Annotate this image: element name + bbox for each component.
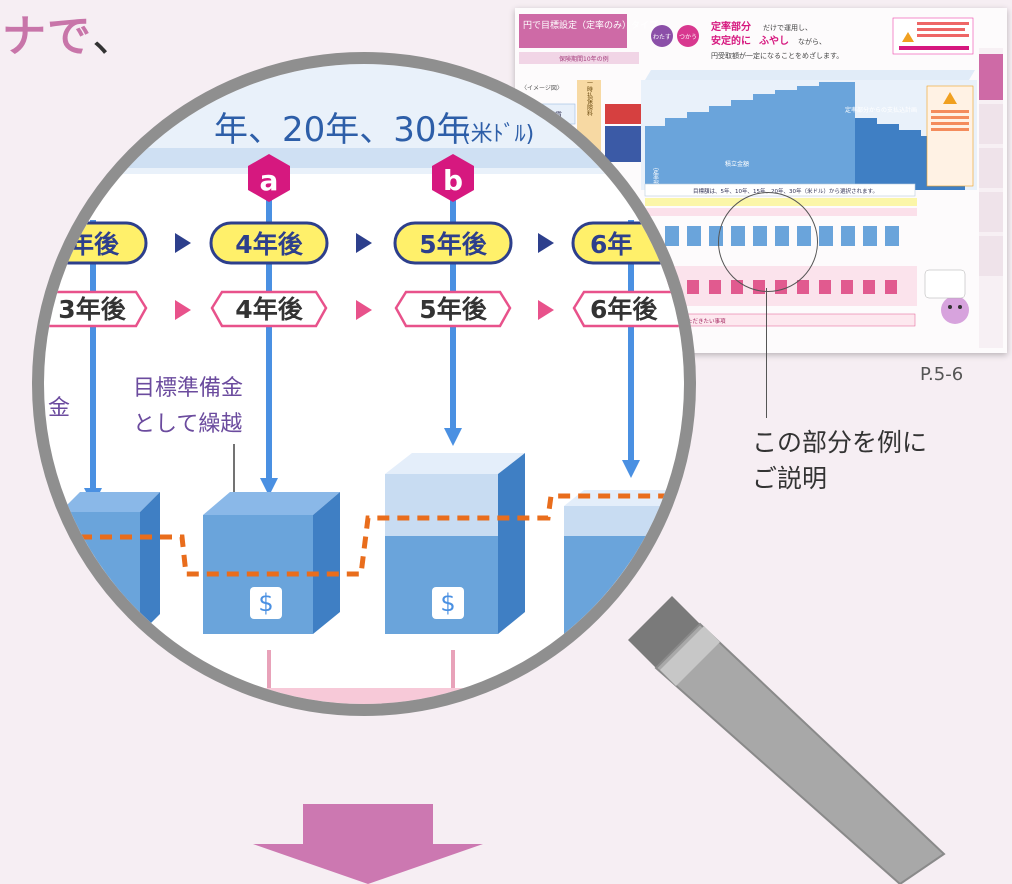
page-reference: P.5-6 <box>920 364 964 385</box>
booklet-example: 保険期間10年の例 <box>559 55 609 63</box>
caption-text: この部分を例に ご説明 <box>752 428 928 493</box>
zoomed-diagram: 年、20年、30年 (米ﾄﾞﾙ) a b <box>44 64 684 704</box>
dollar-icon: $ <box>620 589 635 617</box>
image-tag: 〈イメージ図〉 <box>521 85 563 92</box>
premium-label: 一時払保険料 <box>586 80 593 117</box>
pink-pill-1: 3年後 <box>58 295 126 324</box>
warning-icon <box>902 32 914 42</box>
mascot-icon <box>941 296 969 324</box>
lead-1: 定率部分 <box>711 20 751 33</box>
accum-label: 積立金額 <box>725 160 749 168</box>
pink-triangle-icon <box>538 300 554 320</box>
plan-label: 定率部分からの支払込計画 <box>845 106 917 114</box>
dollar-icon: $ <box>258 589 273 617</box>
lead-2: 安定的に <box>711 34 751 47</box>
magnifier-lens: 年、20年、30年 (米ﾄﾞﾙ) a b <box>44 64 684 704</box>
reserve-box-4: $ <box>564 490 684 634</box>
headline-text: ナで <box>2 11 92 62</box>
target-reserve-line <box>60 493 684 577</box>
yellow-pill-2: 4年後 <box>235 230 303 259</box>
reserve-box-1 <box>60 492 160 634</box>
headline: ナで、 <box>2 0 137 64</box>
reserve-box-3: $ <box>385 453 525 634</box>
zoom-top-banner-tail: (米ﾄﾞﾙ) <box>462 122 534 147</box>
triangle-arrow-icon <box>175 233 191 253</box>
lead-2b: ふやし <box>759 35 789 47</box>
pink-pill-3: 5年後 <box>419 295 487 324</box>
zoom-top-banner: 年、20年、30年 <box>214 110 471 150</box>
annotation-line-2: として繰越 <box>133 412 242 437</box>
stair-left <box>645 82 855 190</box>
marker-b-label: b <box>443 164 463 197</box>
lead-1-tail: だけで運用し、 <box>763 23 812 32</box>
pill-tsukau <box>677 25 699 47</box>
reserve-box-2: $ <box>203 492 340 634</box>
down-arrow-icon <box>253 804 483 884</box>
pink-triangle-icon <box>356 300 372 320</box>
left-clip-text: 金 <box>48 396 70 421</box>
deposit-label: 入金通貨 <box>534 110 562 119</box>
lead-2-tail: ながら、 <box>798 37 826 46</box>
yellow-pill-3: 5年後 <box>419 230 487 259</box>
pink-year-row: 3年後 4年後 5年後 6年後 <box>44 290 684 328</box>
yellow-pill-4: 6年 <box>590 230 632 259</box>
dollar-icon: $ <box>440 589 455 617</box>
marker-a-hexagon <box>248 154 290 202</box>
headline-comma: 、 <box>92 11 137 62</box>
lead-3: 円受取額が一定になることをめざします。 <box>711 51 843 60</box>
year-row-label: 目標額は、5年、10年、15年、20年、30年（米ドル）から選択されます。 <box>693 187 878 195</box>
annotation-line-1: 目標準備金 <box>133 376 243 401</box>
booklet-header <box>519 14 627 48</box>
pink-pill-2: 4年後 <box>235 295 303 324</box>
pink-triangle-icon <box>175 300 191 320</box>
booklet-header-title: 円で目標設定（定率のみ）タイプ <box>523 19 658 31</box>
marker-a-label: a <box>260 164 279 197</box>
pill-tsukau-label: つかう <box>679 34 697 41</box>
pill-watasu <box>651 25 673 47</box>
callout-line <box>766 288 767 418</box>
callout-circle <box>718 192 818 292</box>
pill-watasu-label: わたす <box>653 34 671 41</box>
marker-b-hexagon <box>432 154 474 202</box>
yellow-pill-1: 年後 <box>69 230 120 259</box>
pink-pill-4: 6年後 <box>590 295 658 324</box>
triangle-arrow-icon <box>538 233 554 253</box>
fixed-part-label: 定率部分 <box>652 167 659 193</box>
triangle-arrow-icon <box>356 233 372 253</box>
